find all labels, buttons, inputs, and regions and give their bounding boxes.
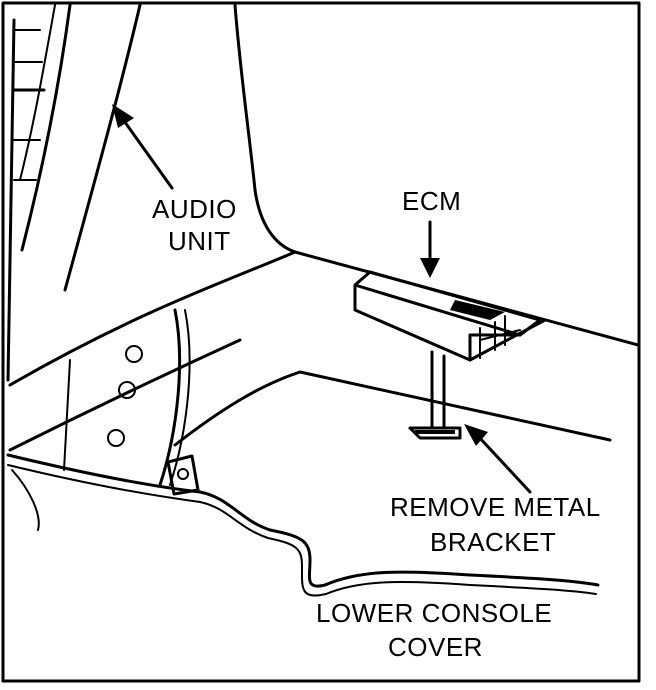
panel-hole-1 bbox=[125, 345, 143, 363]
ecm-arrow bbox=[420, 220, 440, 278]
remove-bracket-arrow bbox=[464, 424, 532, 494]
label-remove-bracket-line1: REMOVE METAL bbox=[390, 492, 601, 522]
label-audio-unit-line1: AUDIO bbox=[152, 194, 237, 224]
diagram-border bbox=[1, 1, 641, 683]
label-ecm: ECM bbox=[402, 186, 461, 216]
ecm-module bbox=[353, 270, 547, 362]
console-top-surface bbox=[8, 250, 640, 452]
dashboard-panel bbox=[6, 3, 297, 382]
label-remove-bracket-line2: BRACKET bbox=[430, 527, 556, 557]
label-audio-unit-line2: UNIT bbox=[168, 226, 231, 256]
panel-hole-2 bbox=[118, 381, 136, 399]
label-console-cover-line1: LOWER CONSOLE bbox=[316, 598, 552, 628]
lower-console-cover bbox=[6, 453, 600, 597]
console-side-panel bbox=[11, 308, 612, 531]
audio-unit-arrow bbox=[112, 104, 174, 190]
panel-hole-3 bbox=[107, 429, 125, 447]
label-console-cover-line2: COVER bbox=[388, 632, 483, 662]
mounting-tab bbox=[166, 454, 200, 496]
metal-bracket bbox=[408, 350, 462, 440]
